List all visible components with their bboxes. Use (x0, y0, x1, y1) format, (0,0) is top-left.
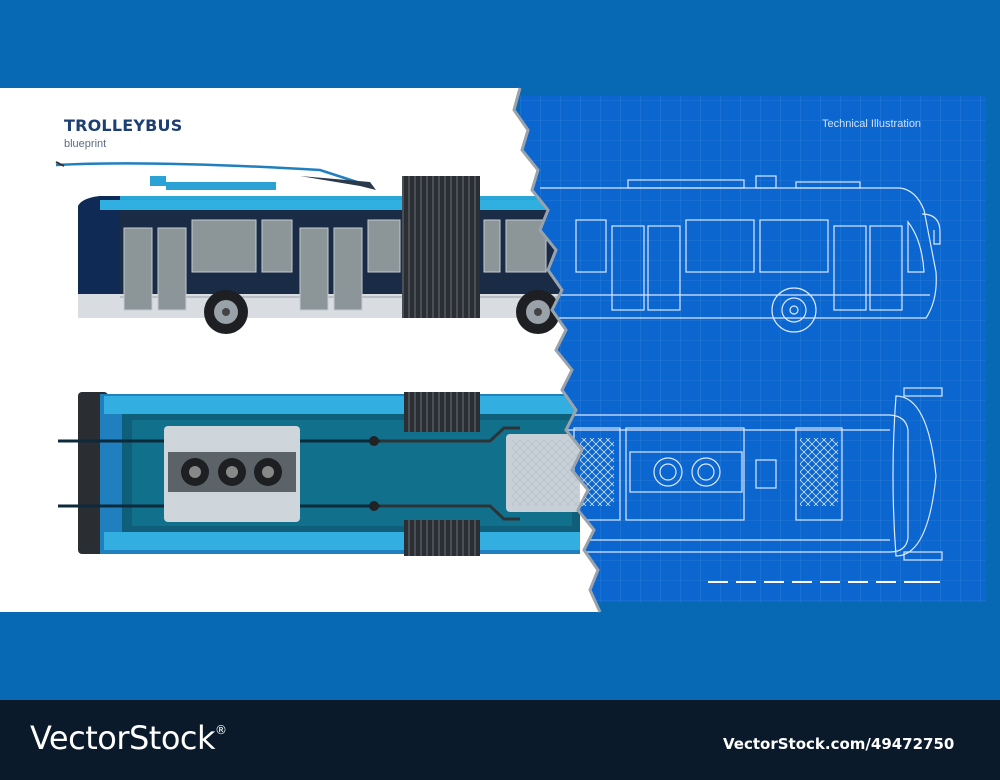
bus-top-view (58, 392, 580, 556)
technical-illustration-label: Technical Illustration (822, 118, 922, 130)
page-title: TROLLEYBUS (64, 116, 183, 135)
page-subtitle: blueprint (64, 138, 107, 150)
blueprint-side-outline (540, 175, 941, 333)
torn-paper-edge (512, 87, 602, 613)
bus-side-view (55, 161, 560, 334)
blueprint-roof-grille-right (800, 438, 838, 506)
registered-mark: ® (215, 723, 227, 737)
stock-id-link[interactable]: VectorStock.com/49472750 (723, 735, 955, 753)
white-panel (0, 88, 600, 612)
footer-bar (0, 700, 1000, 780)
vectorstock-logo[interactable]: VectorStock® (30, 719, 227, 757)
brand-name: VectorStock (30, 719, 216, 757)
blueprint-top-outline (560, 387, 943, 561)
